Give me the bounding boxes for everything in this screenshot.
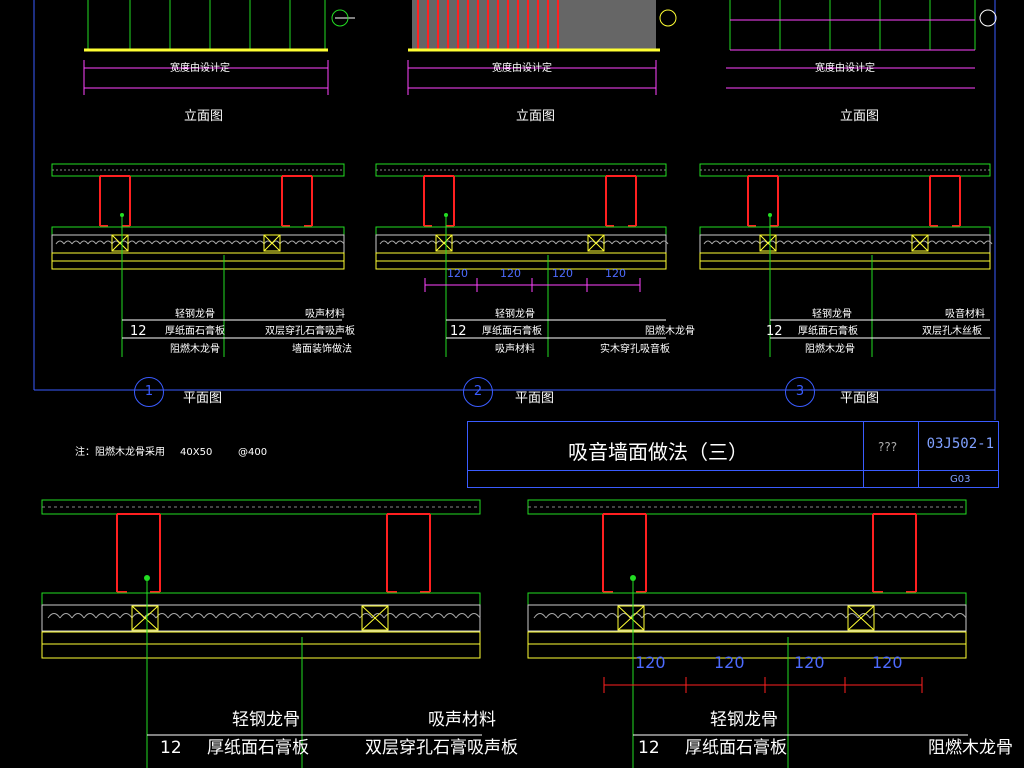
plan2-title: 平面图: [515, 391, 555, 406]
title-block-vsep2: [918, 422, 919, 487]
d3-label-left-0: 轻钢龙骨: [812, 309, 852, 320]
drawing-code: 03J502-1: [926, 436, 994, 452]
d2-label-right-1: 实木穿孔吸音板: [600, 344, 670, 355]
plan1-marker: 1: [134, 377, 164, 407]
d1-label-right-0: 吸声材料: [305, 309, 345, 320]
lr-label-left-1: 厚纸面石膏板: [685, 738, 787, 758]
lr-label-left-0: 轻钢龙骨: [710, 710, 778, 730]
note-spacing: @400: [238, 447, 268, 458]
d1-num: 12: [130, 324, 147, 339]
ll-num: 12: [160, 738, 182, 758]
d1-label-left-2: 阻燃木龙骨: [170, 344, 220, 355]
d1-label-right-1: 双层穿孔石膏吸声板: [265, 326, 355, 337]
title-block: 吸音墙面做法（三） ??? 03J502-1 G03: [467, 421, 999, 488]
plan3-marker: 3: [785, 377, 815, 407]
d1-label-left-0: 轻钢龙骨: [175, 309, 215, 320]
lr-dim-3: 120: [872, 653, 903, 672]
elev1-title: 立面图: [184, 109, 224, 124]
lr-label-right-0: 阻燃木龙骨: [928, 738, 1013, 758]
elev3-width-note: 宽度由设计定: [815, 63, 875, 74]
d1-label-right-2: 墙面装饰做法: [292, 344, 352, 355]
note-text: 注：阻燃木龙骨采用: [75, 447, 165, 458]
elevation-1: [83, 0, 355, 95]
d2-label-right-0: 阻燃木龙骨: [645, 326, 695, 337]
d3-label-right-0: 吸音材料: [945, 309, 985, 320]
d3-label-right-1: 双层孔木丝板: [922, 326, 982, 337]
d3-label-left-1: 厚纸面石膏板: [798, 326, 858, 337]
d2-dim-0: 120: [447, 267, 468, 280]
plan-sections: [51, 163, 993, 357]
d2-label-left-1: 厚纸面石膏板: [482, 326, 542, 337]
ll-label-left-1: 厚纸面石膏板: [207, 738, 309, 758]
lr-dim-2: 120: [794, 653, 825, 672]
note-size: 40X50: [180, 447, 213, 458]
drawing-title: 吸音墙面做法（三）: [568, 440, 748, 464]
sheet-number: G03: [950, 474, 971, 485]
elev1-width-note: 宽度由设计定: [170, 63, 230, 74]
d3-label-left-2: 阻燃木龙骨: [805, 344, 855, 355]
lr-dim-1: 120: [714, 653, 745, 672]
d1-label-left-1: 厚纸面石膏板: [165, 326, 225, 337]
title-block-question: ???: [878, 440, 898, 454]
ll-label-left-0: 轻钢龙骨: [232, 710, 300, 730]
d2-dim-1: 120: [500, 267, 521, 280]
elevation-3: [726, 0, 997, 89]
ll-label-right-0: 吸声材料: [428, 710, 496, 730]
elevation-2: [407, 0, 677, 95]
elev2-width-note: 宽度由设计定: [492, 63, 552, 74]
d2-num: 12: [450, 324, 467, 339]
d2-dim-2: 120: [552, 267, 573, 280]
plan1-title: 平面图: [183, 391, 223, 406]
d3-num: 12: [766, 324, 783, 339]
d2-label-left-2: 吸声材料: [495, 344, 535, 355]
ll-label-right-1: 双层穿孔石膏吸声板: [365, 738, 518, 758]
elev2-title: 立面图: [516, 109, 556, 124]
plan3-title: 平面图: [840, 391, 880, 406]
d2-label-left-0: 轻钢龙骨: [495, 309, 535, 320]
large-details: [41, 499, 968, 768]
plan2-marker: 2: [463, 377, 493, 407]
lr-num: 12: [638, 738, 660, 758]
d2-dim-3: 120: [605, 267, 626, 280]
title-block-vsep: [863, 422, 864, 487]
elev3-title: 立面图: [840, 109, 880, 124]
lr-dim-0: 120: [635, 653, 666, 672]
title-block-divider: [468, 470, 998, 471]
